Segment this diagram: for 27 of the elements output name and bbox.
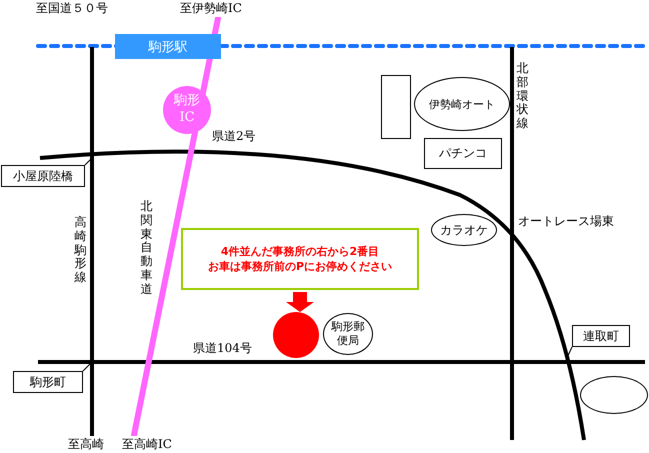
map-label: 北部環状線 <box>516 62 529 131</box>
map-label: 至伊勢崎IC <box>180 0 242 17</box>
interchange-circle: 駒形IC <box>163 86 211 134</box>
shop-outline <box>580 376 648 414</box>
block-arrow <box>286 292 314 312</box>
map-label: 県道2号 <box>212 128 256 145</box>
race-track-label: 伊勢崎オート <box>414 77 510 131</box>
map-label: 至国道５０号 <box>36 0 108 17</box>
map-label: 県道104号 <box>193 340 252 357</box>
leader-line <box>82 362 92 372</box>
map-label: 高崎駒形線 <box>74 216 87 285</box>
leader-line <box>84 158 92 166</box>
post-office-label: 駒形郵便局 <box>323 313 373 355</box>
notice-text: お車は事務所前のPにお停めください <box>208 259 392 274</box>
store-box <box>381 75 411 139</box>
town-label: 駒形町 <box>13 371 83 393</box>
map-label: オートレース場東 <box>518 213 614 230</box>
town-label: 連取町 <box>572 325 630 347</box>
bridge-label: 小屋原陸橋 <box>1 165 85 187</box>
office-location-marker <box>273 312 319 358</box>
map-label: 北関東自動車道 <box>140 200 153 297</box>
notice-card <box>181 228 419 290</box>
notice-text: 4件並んだ事務所の右から2番目 <box>220 244 380 259</box>
leader-line <box>566 346 572 360</box>
station-box: 駒形駅 <box>115 34 221 59</box>
karaoke-label: カラオケ <box>431 214 497 246</box>
pachinko-label: パチンコ <box>424 138 502 169</box>
